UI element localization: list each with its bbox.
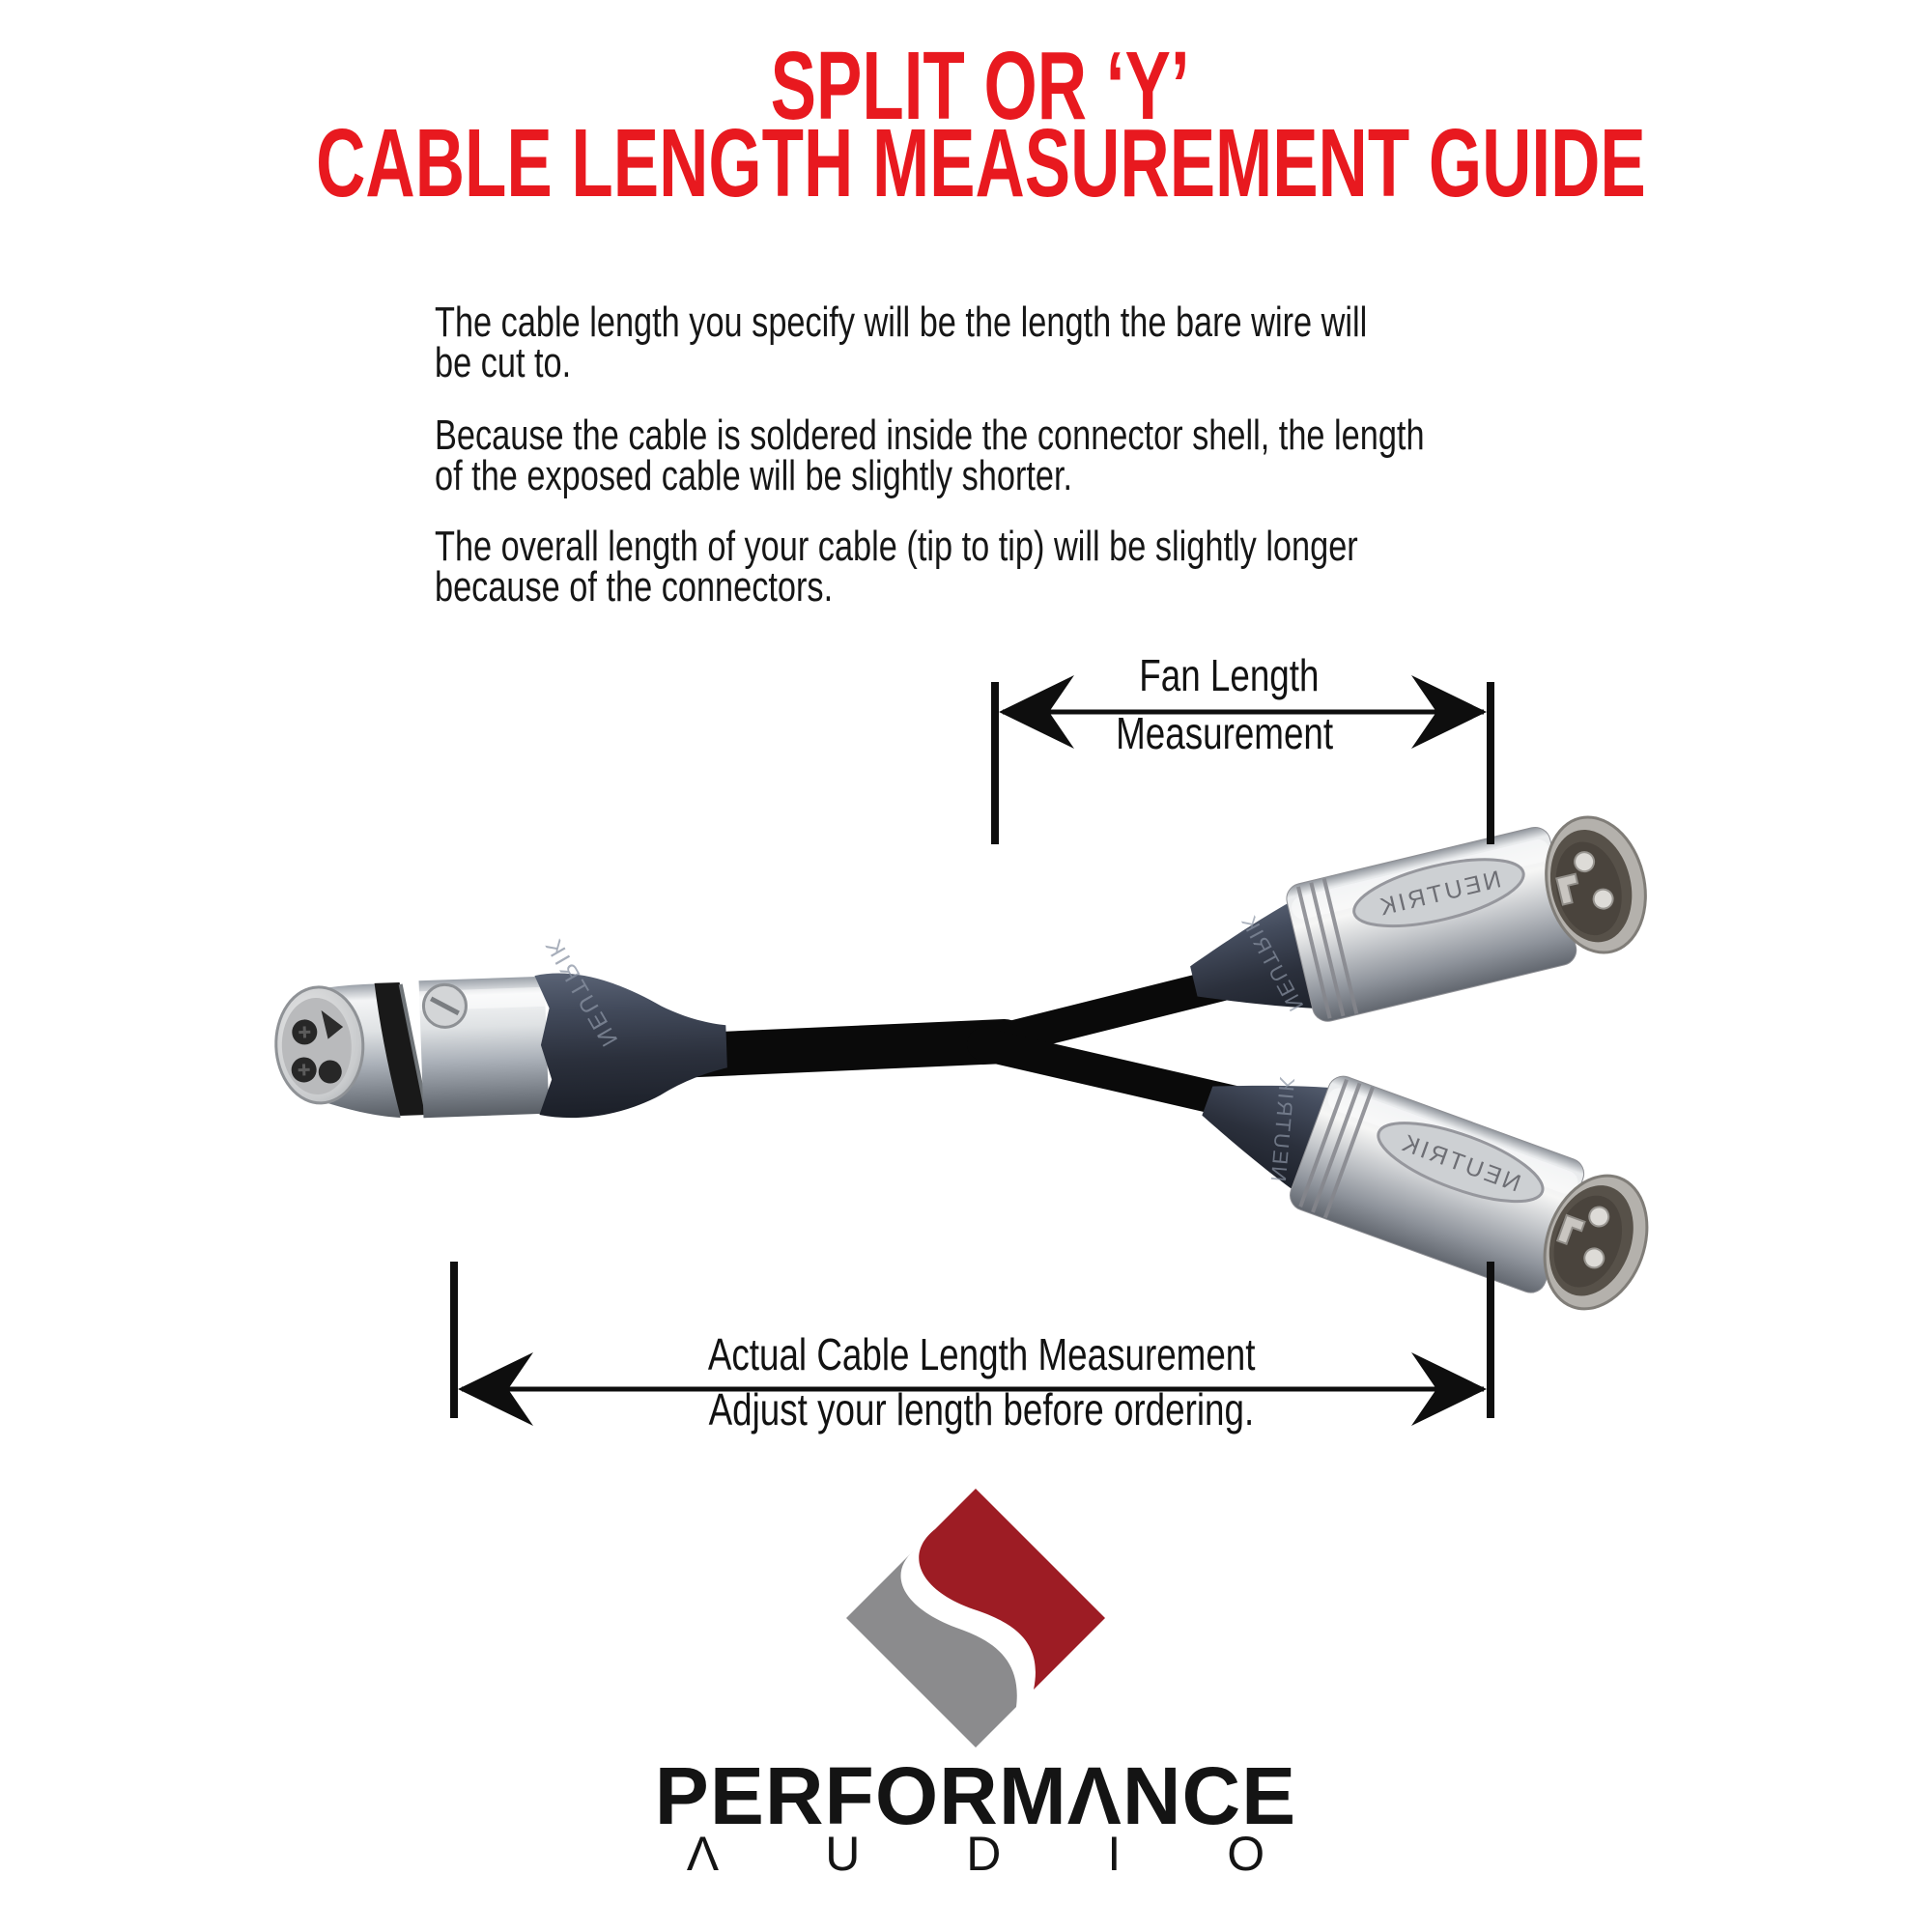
pin-hole-slot-2 (298, 1064, 310, 1076)
female-boot (534, 973, 727, 1119)
male-lower-grooves (1298, 1078, 1375, 1219)
fan-length-arrow (991, 675, 1494, 844)
cable-length-label-line-2: Adjust your length before ordering. (15, 1387, 1932, 1432)
cable-arrowhead-right (1411, 1352, 1487, 1426)
page-title-line-2: CABLE LENGTH MEASUREMENT GUIDE (14, 109, 1932, 217)
fan-length-label-line-2-text: Measurement (1116, 708, 1334, 758)
cable-arrowhead-left (458, 1352, 533, 1426)
fan-length-label-line-1: Fan Length (263, 653, 1932, 697)
male-lower-pin-1 (1588, 1206, 1610, 1228)
male-lower-brand-plate (1377, 1122, 1545, 1204)
logo-diamond-red (919, 1489, 1105, 1690)
logo-wordmark-audio: ΛUDIO (10, 1830, 1932, 1878)
cable-y-split (654, 952, 1301, 1129)
paragraph-1: The cable length you specify will be the… (435, 298, 1631, 386)
performance-audio-logo-mark (846, 1489, 1105, 1747)
female-screw-slot (430, 996, 460, 1016)
male-upper-pin-2 (1592, 888, 1614, 910)
male-xlr-connector-lower: NEUTRIK NEUTRIK (1202, 1074, 1649, 1311)
paragraph-3-line-2: because of the connectors. (435, 563, 834, 611)
paragraph-2: Because the cable is soldered inside the… (435, 412, 1704, 499)
cable-length-arrow (450, 1262, 1494, 1426)
paragraph-2-line-1: Because the cable is soldered inside the… (435, 412, 1425, 459)
page-title-line-1: SPLIT OR ‘Y’ (14, 32, 1932, 140)
male-upper-pin-3 (1555, 872, 1579, 906)
male-upper-grooves (1296, 878, 1359, 1019)
female-pin-hole-3 (318, 1060, 342, 1084)
paragraph-3-line-1: The overall length of your cable (tip to… (435, 523, 1358, 570)
page-title-line-2-text: CABLE LENGTH MEASUREMENT GUIDE (315, 109, 1646, 217)
female-lock-ring (374, 981, 428, 1117)
logo-wordmark-audio-text: ΛUDIO (686, 1827, 1372, 1881)
cable-length-label-line-1-text: Actual Cable Length Measurement (707, 1329, 1256, 1379)
male-upper-tip-shadow (1555, 841, 1622, 936)
female-xlr-connector: NEUTRIK (274, 932, 727, 1119)
cable-length-label-line-1: Actual Cable Length Measurement (15, 1332, 1932, 1377)
paragraph-2-line-2: of the exposed cable will be slightly sh… (435, 452, 1073, 499)
page-title-line-1-text: SPLIT OR ‘Y’ (771, 32, 1190, 140)
fan-arrowhead-right (1411, 675, 1487, 749)
male-lower-pin-2 (1583, 1247, 1605, 1269)
cable-length-label-line-2-text: Adjust your length before ordering. (708, 1384, 1255, 1435)
fan-length-label-line-1-text: Fan Length (1138, 650, 1320, 700)
fan-arrowhead-left (999, 675, 1074, 749)
male-xlr-connector-upper: NEUTRIK NEUTRIK (1190, 815, 1647, 1022)
fan-length-label-line-2: Measurement (259, 711, 1932, 755)
logo-wordmark-performance: PERFORMΛNCE (10, 1755, 1932, 1836)
logo-diamond-gray (846, 1550, 1017, 1747)
paragraph-1-line-1: The cable length you specify will be the… (435, 298, 1368, 346)
paragraph-3: The overall length of your cable (tip to… (435, 523, 1618, 611)
male-upper-brand-plate (1352, 858, 1525, 928)
paragraph-1-line-2: be cut to. (435, 339, 572, 386)
female-key-notch (321, 1009, 344, 1039)
male-upper-pin-1 (1574, 851, 1596, 873)
logo-wordmark-performance-text: PERFORMΛNCE (654, 1750, 1297, 1841)
pin-hole-slot-1 (298, 1026, 311, 1038)
male-lower-pin-3 (1555, 1213, 1586, 1245)
